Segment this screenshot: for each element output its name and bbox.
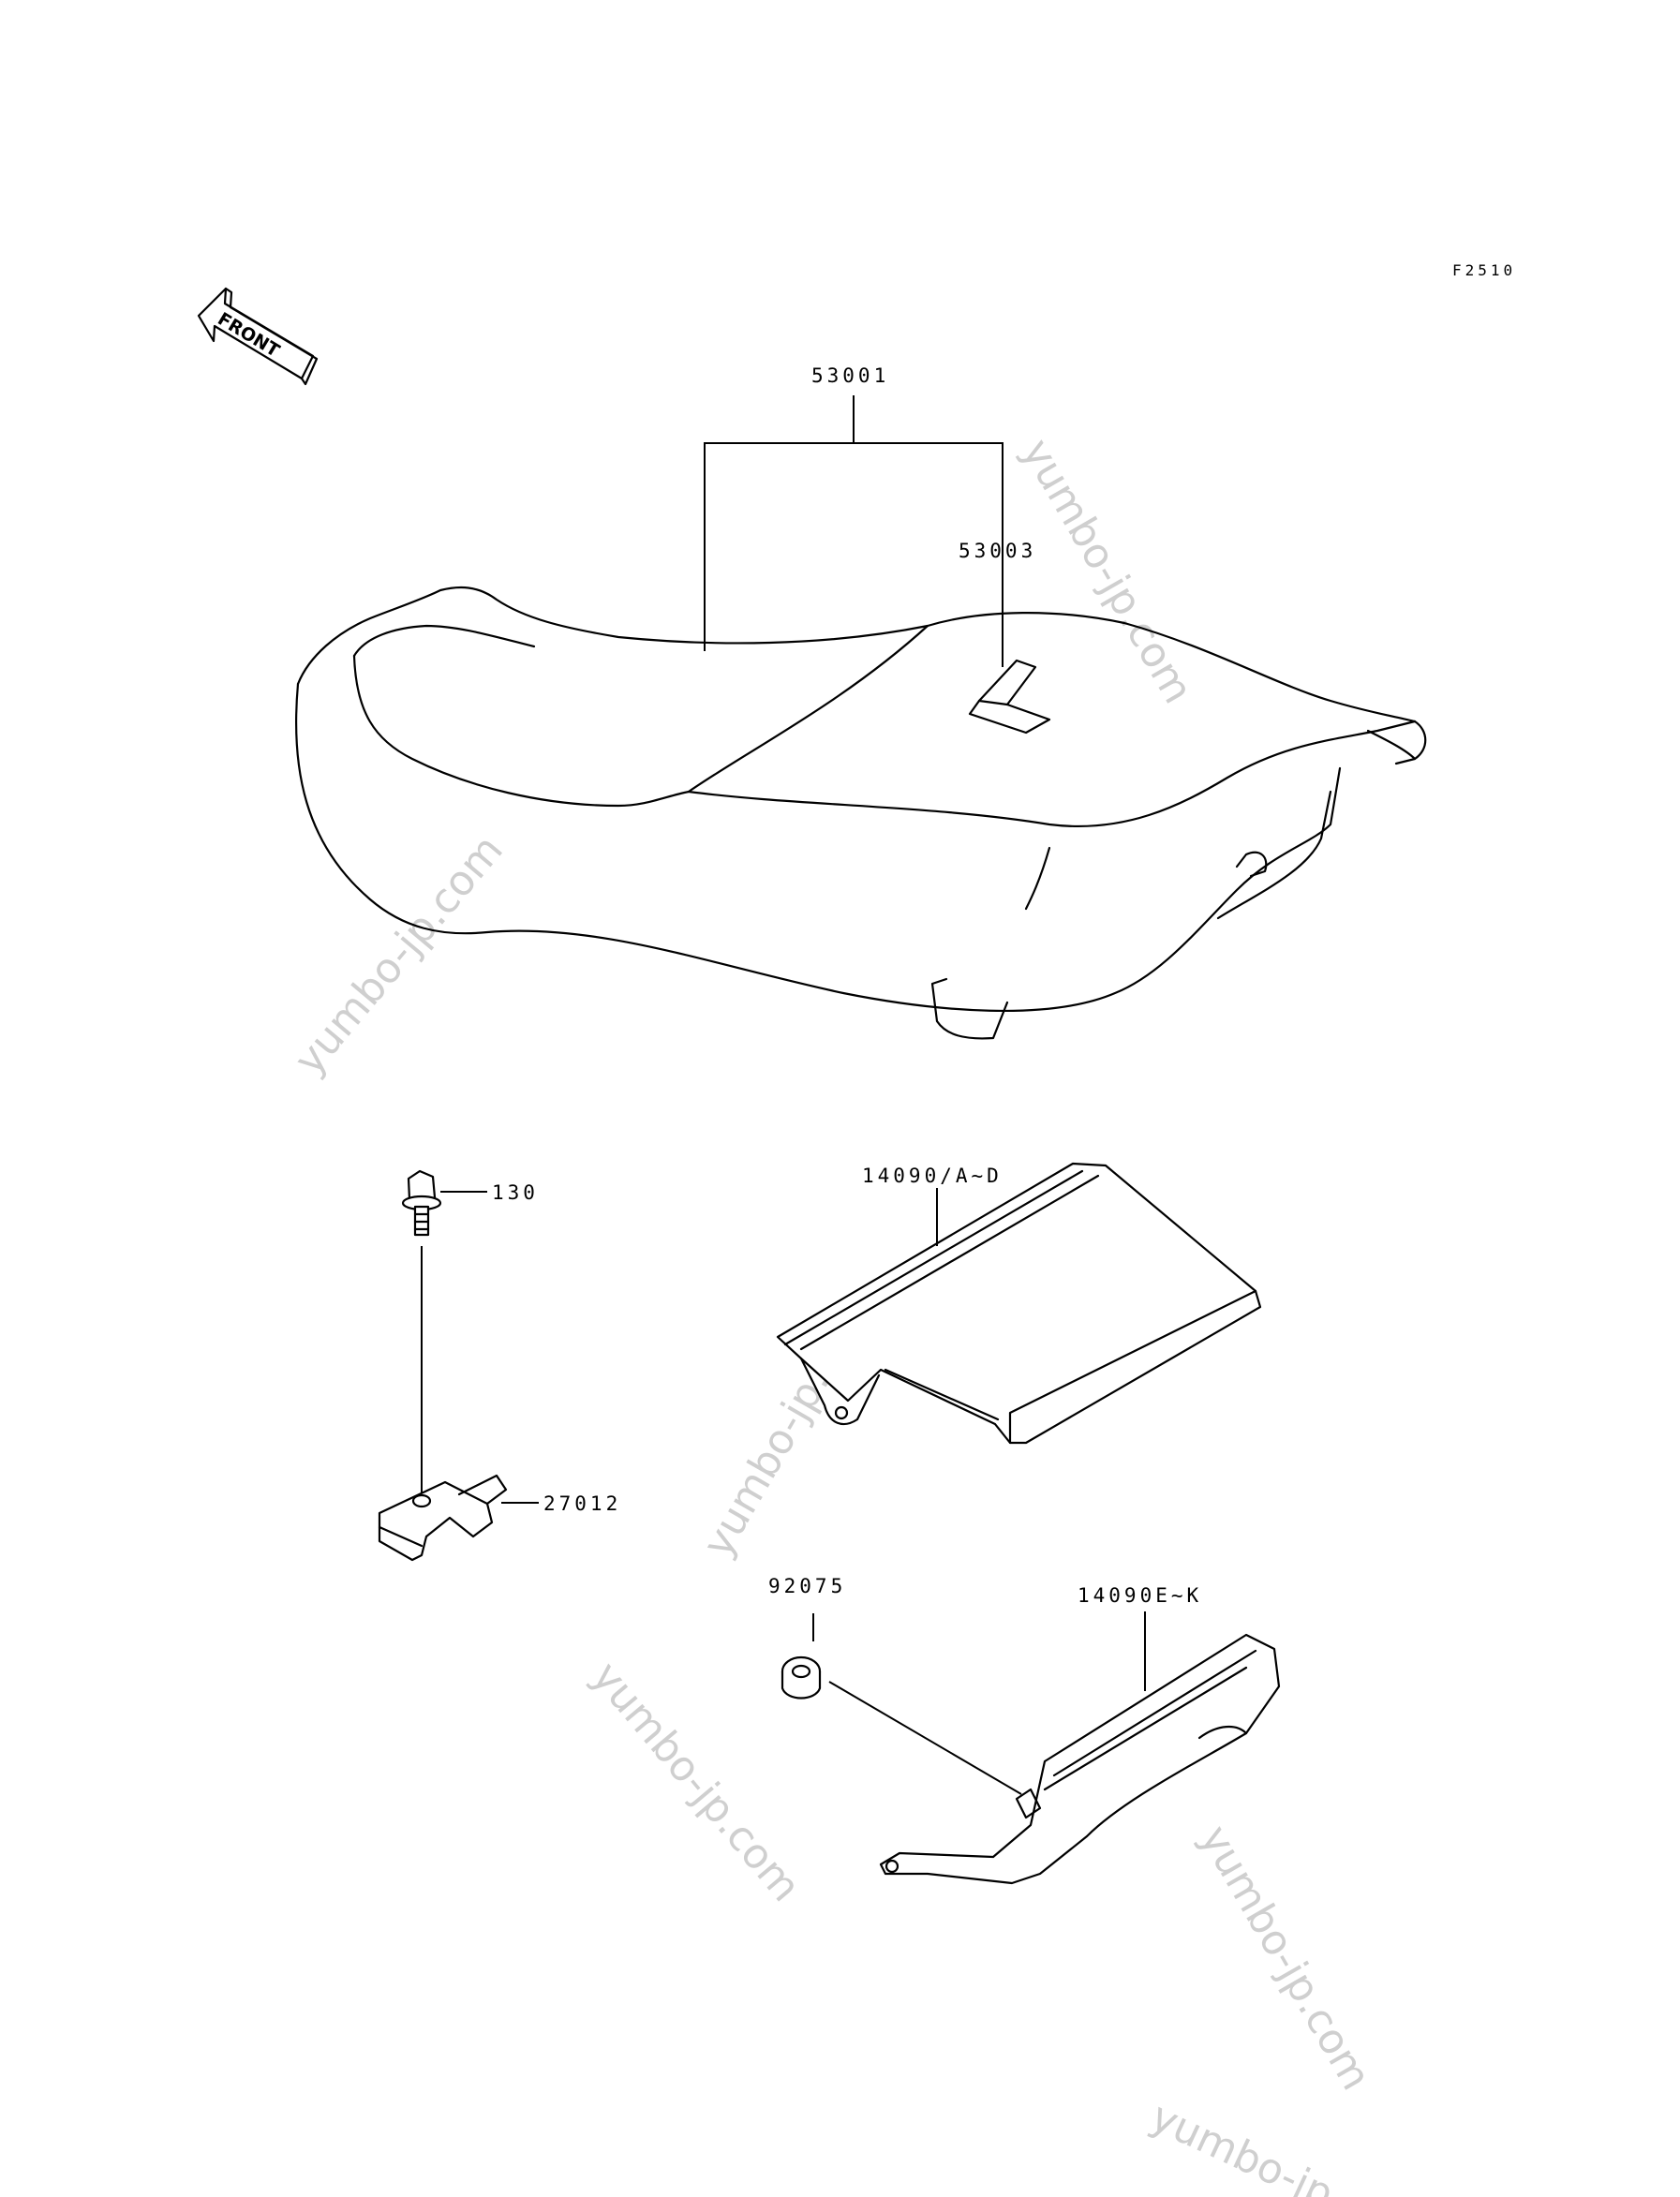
watermark-5: yumbo-jp.com [1190,1818,1379,2099]
watermark-4: yumbo-jp.com [583,1653,810,1910]
front-arrow-icon: FRONT [197,287,319,386]
leader-53001 [704,395,1004,651]
watermark-6: yumbo-jp.com [1143,2093,1432,2197]
watermark-2: yumbo-jp.com [285,826,512,1084]
label-14090-a-d: 14090/A~D [862,1165,1003,1187]
label-53001: 53001 [811,364,889,387]
label-27012: 27012 [543,1492,621,1515]
leader-92075-to-cover [828,1681,1022,1795]
watermark-1: yumbo-jp.com [1012,431,1201,712]
figure-code: F2510 [1452,261,1516,279]
bolt-illustration [401,1169,442,1237]
side-cover-illustration [879,1633,1281,1885]
label-53003: 53003 [959,540,1036,562]
seat-illustration [294,586,1427,1040]
seat-lock-bracket-illustration [378,1474,508,1562]
seat-cover-upper-illustration [776,1162,1262,1445]
label-92075: 92075 [768,1575,846,1597]
rubber-damper-illustration [781,1655,822,1700]
label-14090-e-k: 14090E~K [1078,1584,1202,1607]
label-130: 130 [492,1181,539,1204]
